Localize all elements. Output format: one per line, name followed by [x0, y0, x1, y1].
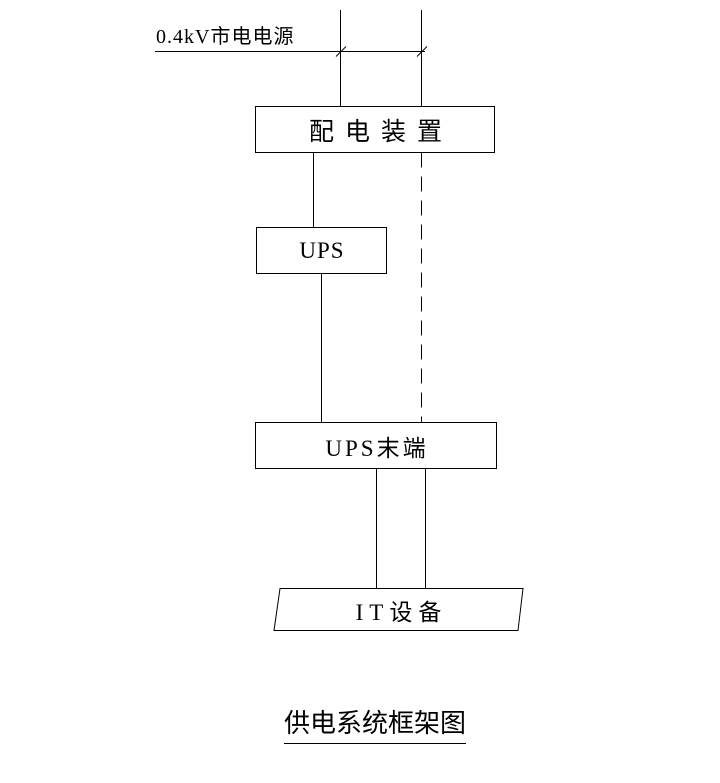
- crossing-tick-2: [416, 46, 428, 57]
- ups-box: [256, 227, 387, 274]
- node-label-it-equipment: IT设备: [355, 599, 448, 625]
- distribution-box: [255, 106, 495, 153]
- node-label-ups: UPS: [299, 238, 345, 263]
- diagram-title: 供电系统框架图: [283, 711, 467, 744]
- crossing-tick-1: [335, 46, 347, 57]
- node-label-distribution: 配电装置: [308, 119, 453, 146]
- utility-source-label: 0.4kV市电电源: [156, 26, 295, 48]
- it-equipment-shape: [273, 588, 524, 631]
- node-label-ups-terminal: UPS末端: [325, 436, 429, 461]
